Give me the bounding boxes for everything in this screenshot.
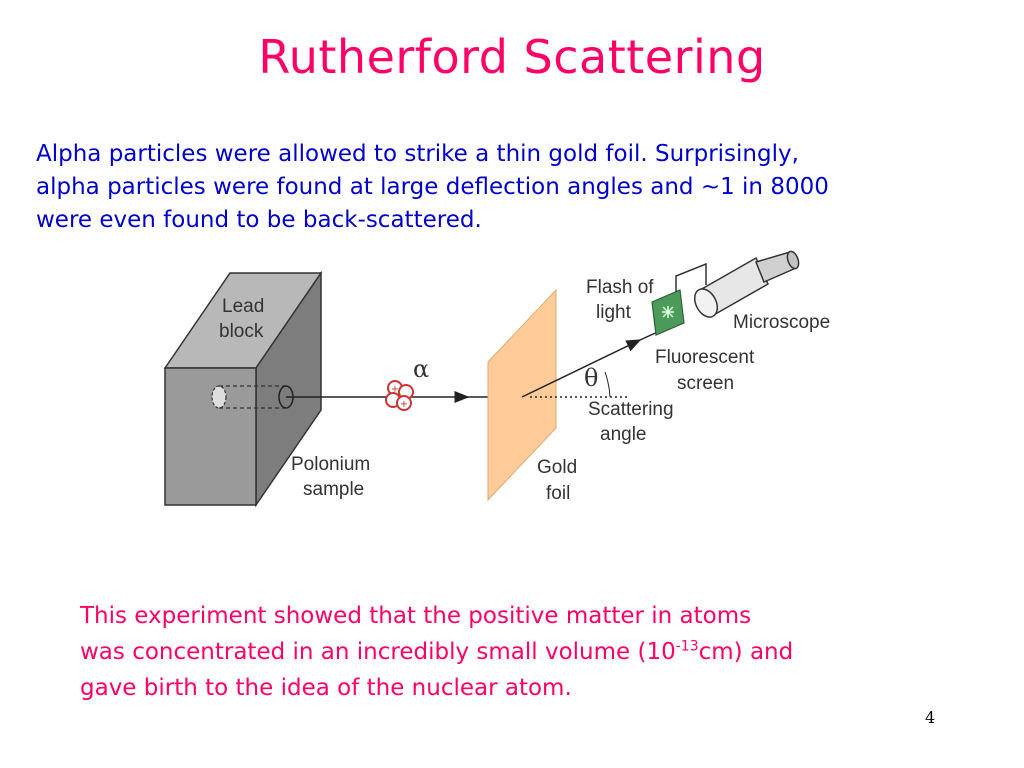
flash-label-line1: Flash of [586,277,654,298]
microscope [693,250,800,318]
intro-line: were even found to be back-scattered. [36,207,482,233]
scattering-label-line2: angle [600,424,647,445]
intro-line: alpha particles were found at large defl… [36,174,829,200]
fluorescent-label-line1: Fluorescent [655,347,755,368]
scattering-label-line1: Scattering [588,399,674,420]
fluorescent-label-line2: screen [677,373,734,394]
lead-block [163,270,323,508]
slide-title: Rutherford Scattering [258,30,766,84]
alpha-symbol: α [413,355,429,383]
lead-block-front [164,367,257,506]
exponent: -13 [675,638,699,655]
theta-symbol: θ [584,364,598,392]
gold-foil [487,288,557,502]
angle-arc [604,371,611,398]
svg-text:+: + [391,384,399,395]
polonium-label-line1: Polonium [291,454,370,475]
lead-label-line1: Lead [222,296,264,317]
channel-opening [211,385,227,409]
scattered-path [521,339,642,398]
conclusion-line2-unit: cm) and [698,639,794,665]
conclusion-line2-text: was concentrated in an incredibly small … [80,639,676,665]
microscope-label: Microscope [733,312,830,333]
mount-bracket [675,262,707,292]
flash-label-line2: light [596,302,632,323]
alpha-particle: + + [385,380,414,411]
conclusion-line: This experiment showed that the positive… [80,603,752,629]
conclusion-line: gave birth to the idea of the nuclear at… [80,675,572,701]
gold-label-line1: Gold [537,457,577,478]
svg-text:+: + [400,399,408,410]
intro-paragraph: Alpha particles were allowed to strike a… [36,138,976,237]
conclusion-paragraph: This experiment showed that the positive… [80,598,960,706]
lead-label-line2: block [219,321,264,342]
polonium-label-line2: sample [303,479,364,500]
page-number: 4 [925,708,936,727]
intro-line: Alpha particles were allowed to strike a… [36,141,799,167]
flash-icon [662,306,674,318]
conclusion-line: was concentrated in an incredibly small … [80,634,960,670]
gold-label-line2: foil [546,483,570,504]
